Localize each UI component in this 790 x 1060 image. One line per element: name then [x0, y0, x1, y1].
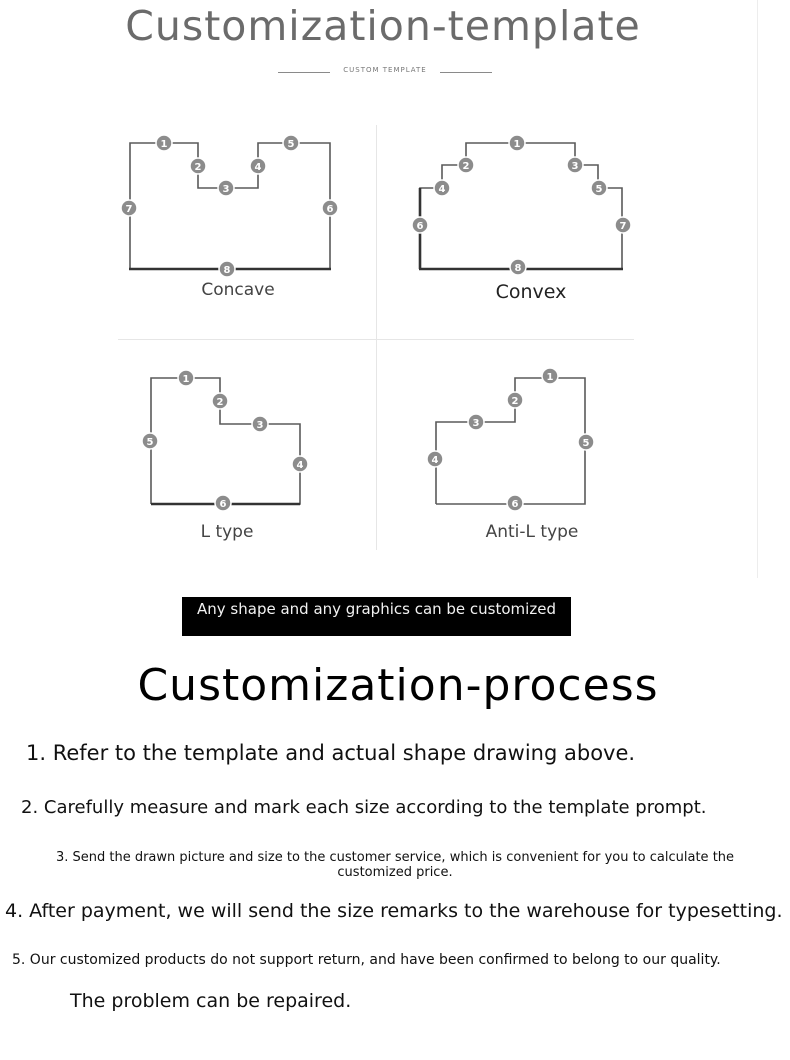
svg-text:7: 7: [126, 204, 133, 215]
l-type-marker-5: 5: [141, 432, 159, 450]
svg-text:3: 3: [257, 420, 264, 431]
convex-marker-8: 8: [509, 258, 527, 276]
anti-l-type-shape: 1 2 3 4 5 6: [426, 367, 595, 512]
convex-marker-4: 4: [433, 179, 451, 197]
subtitle-text: CUSTOM TEMPLATE: [343, 66, 427, 74]
svg-text:2: 2: [195, 162, 202, 173]
svg-text:5: 5: [583, 438, 590, 449]
template-subtitle: CUSTOM TEMPLATE: [278, 66, 492, 78]
convex-marker-3: 3: [566, 156, 584, 174]
l-type-shape: 1 2 3 4 5 6: [141, 369, 309, 512]
grid-divider-horizontal: [118, 339, 634, 340]
svg-text:6: 6: [417, 221, 424, 232]
svg-text:4: 4: [255, 162, 262, 173]
concave-marker-7: 7: [120, 199, 138, 217]
svg-text:5: 5: [147, 437, 154, 448]
anti-l-type-marker-4: 4: [426, 450, 444, 468]
process-step-1: 1. Refer to the template and actual shap…: [26, 741, 636, 765]
anti-l-type-marker-2: 2: [506, 391, 524, 409]
svg-text:1: 1: [183, 374, 190, 385]
svg-text:6: 6: [327, 204, 334, 215]
svg-text:5: 5: [596, 184, 603, 195]
svg-text:2: 2: [512, 396, 519, 407]
concave-marker-5: 5: [282, 134, 300, 152]
l-type-marker-6: 6: [214, 494, 232, 512]
svg-text:2: 2: [217, 397, 224, 408]
page-title: Customization-template: [125, 2, 641, 50]
svg-text:2: 2: [463, 161, 470, 172]
svg-text:6: 6: [220, 499, 227, 510]
svg-text:4: 4: [432, 455, 439, 466]
anti-l-type-marker-1: 1: [541, 367, 559, 385]
svg-text:8: 8: [515, 263, 522, 274]
subtitle-line-right: [440, 72, 492, 73]
convex-marker-5: 5: [590, 179, 608, 197]
concave-marker-6: 6: [321, 199, 339, 217]
anti-l-type-marker-5: 5: [577, 433, 595, 451]
svg-text:3: 3: [223, 184, 230, 195]
l-type-marker-4: 4: [291, 455, 309, 473]
svg-text:8: 8: [224, 265, 231, 276]
anti-l-type-marker-6: 6: [506, 494, 524, 512]
svg-text:4: 4: [297, 460, 304, 471]
convex-marker-7: 7: [614, 216, 632, 234]
process-step-4: 4. After payment, we will send the size …: [5, 900, 783, 922]
process-step-3: 3. Send the drawn picture and size to th…: [55, 850, 735, 880]
concave-marker-1: 1: [155, 134, 173, 152]
process-step-2: 2. Carefully measure and mark each size …: [21, 797, 707, 818]
custom-banner: Any shape and any graphics can be custom…: [182, 597, 571, 636]
subtitle-line-left: [278, 72, 330, 73]
svg-text:5: 5: [288, 139, 295, 150]
l-type-marker-1: 1: [177, 369, 195, 387]
svg-text:1: 1: [161, 139, 168, 150]
convex-marker-1: 1: [508, 134, 526, 152]
l-type-label: L type: [200, 522, 254, 542]
banner-text: Any shape and any graphics can be custom…: [197, 600, 556, 618]
svg-text:3: 3: [572, 161, 579, 172]
convex-marker-2: 2: [457, 156, 475, 174]
concave-marker-4: 4: [249, 157, 267, 175]
concave-shape: 1 2 3 4 5 6 7 8: [120, 134, 339, 278]
process-title: Customization-process: [137, 660, 659, 711]
svg-text:1: 1: [547, 372, 554, 383]
l-type-marker-2: 2: [211, 392, 229, 410]
svg-text:6: 6: [512, 499, 519, 510]
grid-divider-vertical: [376, 125, 377, 550]
l-type-marker-3: 3: [251, 415, 269, 433]
panel-edge: [757, 0, 758, 578]
convex-shape: 1 2 3 4 5 6 7 8: [411, 134, 632, 276]
shape-templates: .ol { fill: none; stroke: #5a5a5a; strok…: [120, 134, 632, 512]
anti-l-type-marker-3: 3: [467, 413, 485, 431]
svg-text:3: 3: [473, 418, 480, 429]
concave-marker-8: 8: [218, 260, 236, 278]
anti-l-type-label: Anti-L type: [485, 522, 579, 542]
concave-marker-2: 2: [189, 157, 207, 175]
process-step-5-continued: The problem can be repaired.: [70, 990, 352, 1012]
svg-text:4: 4: [439, 184, 446, 195]
convex-marker-6: 6: [411, 216, 429, 234]
svg-text:7: 7: [620, 221, 627, 232]
convex-label: Convex: [495, 281, 567, 303]
concave-marker-3: 3: [217, 179, 235, 197]
concave-label: Concave: [201, 280, 275, 300]
process-step-5: 5. Our customized products do not suppor…: [12, 952, 721, 968]
svg-text:1: 1: [514, 139, 521, 150]
